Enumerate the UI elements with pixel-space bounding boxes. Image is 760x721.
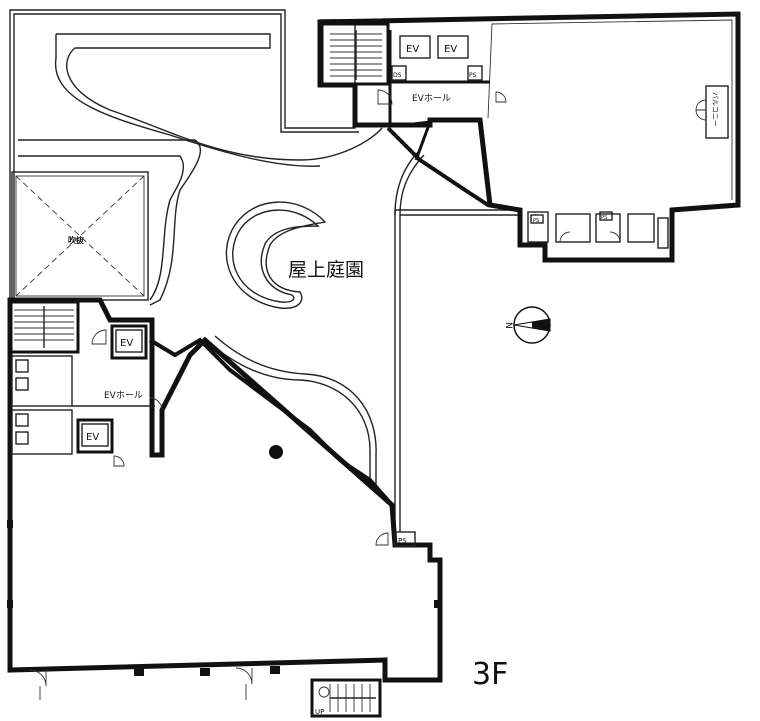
- stair-ne: [330, 30, 382, 80]
- ev-top-1-label: EV: [406, 44, 419, 55]
- ev-hall-left-label: EVホール: [104, 390, 143, 401]
- elevator-left-1: [115, 329, 143, 353]
- connecting-bridge: [148, 120, 521, 507]
- stair-sw: [14, 306, 74, 348]
- south-west-block: EV EVホール EV PS: [7, 297, 443, 718]
- stair-up-label: UP: [315, 708, 324, 716]
- stair-bottom: UP: [310, 678, 382, 718]
- balcony: [705, 85, 729, 139]
- garden-paths: [18, 33, 425, 485]
- elevator-left-2: [81, 423, 109, 447]
- north-east-block: EV EV DS PS EVホール バルコニー PS PS: [317, 11, 741, 263]
- ps-bottom-label: PS: [398, 537, 407, 545]
- balcony-label: バルコニー: [711, 92, 719, 127]
- ps-east-1-label: PS: [533, 218, 539, 224]
- void-atrium: 吹抜: [11, 171, 149, 301]
- ps-top-label: PS: [469, 72, 477, 79]
- compass-icon: N: [503, 306, 551, 344]
- rooftop-garden-boundary: [9, 9, 520, 532]
- ev-left-2-label: EV: [86, 432, 99, 443]
- ev-top-2-label: EV: [444, 44, 457, 55]
- ev-hall-top-label: EVホール: [412, 93, 451, 104]
- floor-label: 3F: [472, 657, 508, 692]
- elevator-top-2: [437, 35, 469, 59]
- compass-n-label: N: [503, 322, 513, 329]
- ev-left-1-label: EV: [120, 338, 133, 349]
- marker-dot: [269, 445, 283, 459]
- void-label: 吹抜: [68, 235, 85, 245]
- ds-top-label: DS: [393, 72, 402, 79]
- elevator-top-1: [399, 35, 431, 59]
- garden-label: 屋上庭園: [288, 259, 364, 281]
- ps-east-2-label: PS: [601, 215, 607, 221]
